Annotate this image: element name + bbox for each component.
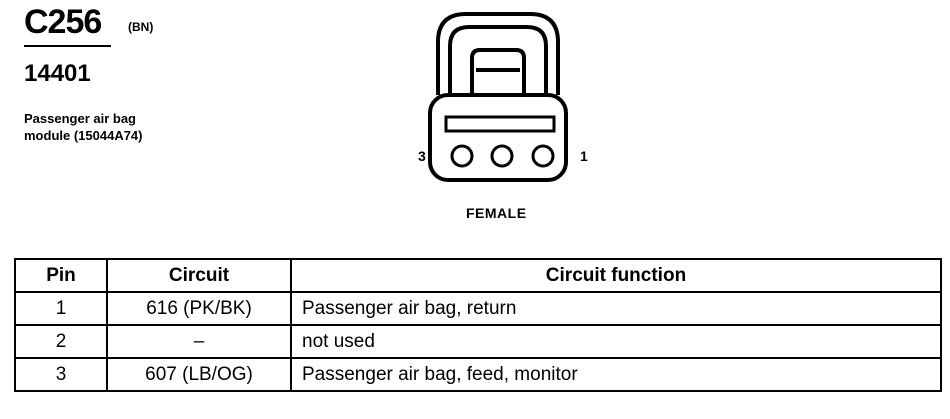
cell-pin: 1 xyxy=(14,291,108,326)
connector-gender-label: FEMALE xyxy=(466,205,527,221)
cell-circuit: – xyxy=(106,324,292,359)
connector-latch xyxy=(470,48,526,95)
pinout-table: Pin Circuit Circuit function 1 616 (PK/B… xyxy=(14,258,942,392)
connector-body xyxy=(428,93,568,182)
cell-pin: 3 xyxy=(14,357,108,392)
connector-key-slot xyxy=(444,115,556,133)
description-line-1: Passenger air bag xyxy=(24,111,136,126)
table-row: 3 607 (LB/OG) Passenger air bag, feed, m… xyxy=(14,357,942,392)
color-code: (BN) xyxy=(128,20,154,34)
cell-circuit: 616 (PK/BK) xyxy=(106,291,292,326)
connector-inner-shroud xyxy=(448,25,548,95)
table-row: 1 616 (PK/BK) Passenger air bag, return xyxy=(14,291,942,326)
component-description: Passenger air bag module (15044A74) xyxy=(24,110,224,144)
title-rule xyxy=(24,45,111,47)
pin-cavity-3 xyxy=(450,144,474,168)
connector-outer-shroud xyxy=(436,12,560,95)
part-number: 14401 xyxy=(24,60,91,87)
pin-number-right: 1 xyxy=(580,148,588,164)
pin-cavity-1 xyxy=(531,144,555,168)
cell-circuit-function: not used xyxy=(290,324,942,359)
header-circuit: Circuit xyxy=(106,258,292,293)
table-header-row: Pin Circuit Circuit function xyxy=(14,258,942,293)
cell-circuit-function: Passenger air bag, return xyxy=(290,291,942,326)
table-row: 2 – not used xyxy=(14,324,942,359)
cell-circuit-function: Passenger air bag, feed, monitor xyxy=(290,357,942,392)
cell-circuit: 607 (LB/OG) xyxy=(106,357,292,392)
pin-cavity-2 xyxy=(490,144,514,168)
header-circuit-function: Circuit function xyxy=(290,258,942,293)
connector-face-diagram xyxy=(428,12,568,182)
cell-pin: 2 xyxy=(14,324,108,359)
pin-number-left: 3 xyxy=(418,148,426,164)
connector-id: C256 xyxy=(24,3,102,41)
header-pin: Pin xyxy=(14,258,108,293)
description-line-2: module (15044A74) xyxy=(24,128,143,143)
